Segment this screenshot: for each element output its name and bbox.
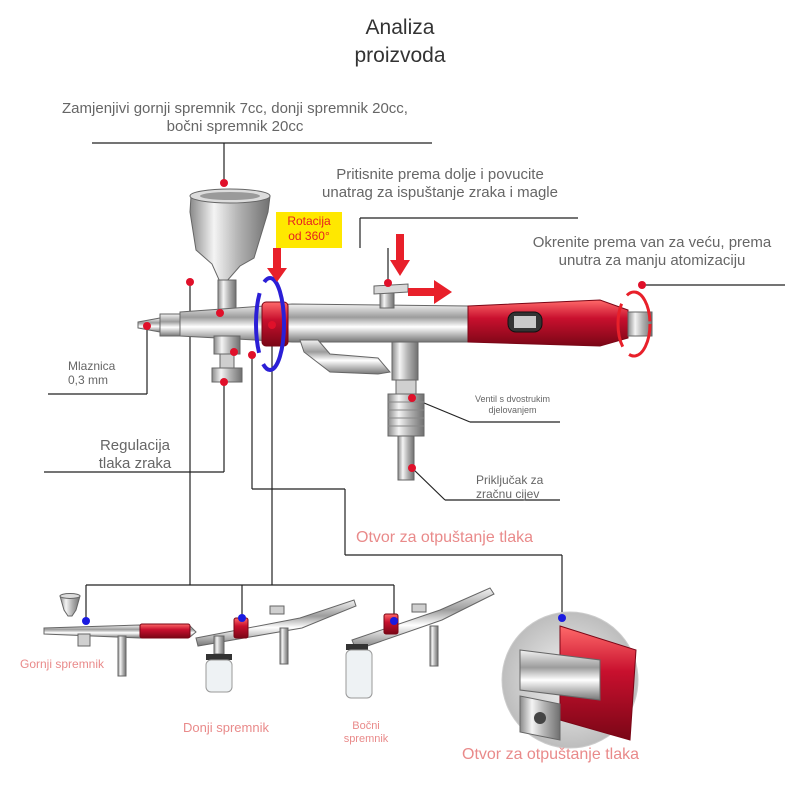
rotation-badge: Rotacija od 360°: [276, 212, 342, 248]
down-arrow-icon: [390, 234, 410, 276]
hose-connector-label: Priključak za zračnu cijev: [476, 473, 544, 502]
variant-side-cup: [345, 587, 495, 699]
variant-top-cup: [43, 593, 197, 677]
top-cup-label: Zamjenjivi gornji spremnik 7cc, donji sp…: [62, 100, 408, 135]
variant-side-cup-label: Bočni spremnik: [343, 720, 389, 746]
dual-action-valve-label: Ventil s dvostrukim djelovanjem: [475, 394, 551, 415]
pressure-release-zoom: [501, 611, 639, 749]
press-trigger-label: Pritisnite prema dolje i povucite unatra…: [322, 166, 558, 201]
atomization-label: Okrenite prema van za veću, prema unutra…: [532, 234, 772, 269]
page-title: Analiza proizvoda: [354, 16, 446, 68]
variant-bottom-cup: [195, 599, 357, 693]
pressure-release-label: Otvor za otpuštanje tlaka: [356, 529, 533, 546]
leader-lines: [44, 142, 785, 620]
callout-dots: [143, 179, 646, 472]
arrow-icons: [267, 234, 452, 304]
nozzle-label: Mlaznica 0,3 mm: [68, 359, 116, 388]
variant-top-cup-label: Gornji spremnik: [20, 657, 105, 671]
variant-bottom-cup-label: Donji spremnik: [183, 720, 269, 735]
rotate-arrow-icon: [616, 290, 652, 358]
right-arrow-icon: [408, 280, 452, 304]
rotation-ring-icon: [254, 276, 286, 372]
main-airbrush: [137, 188, 653, 481]
down-arrow-icon: [267, 248, 287, 282]
pressure-regulation-label: Regulacija tlaka zraka: [98, 437, 172, 472]
top-cup: [189, 195, 271, 283]
pressure-release-zoom-label: Otvor za otpuštanje tlaka: [462, 746, 639, 763]
red-handle: [467, 299, 629, 347]
